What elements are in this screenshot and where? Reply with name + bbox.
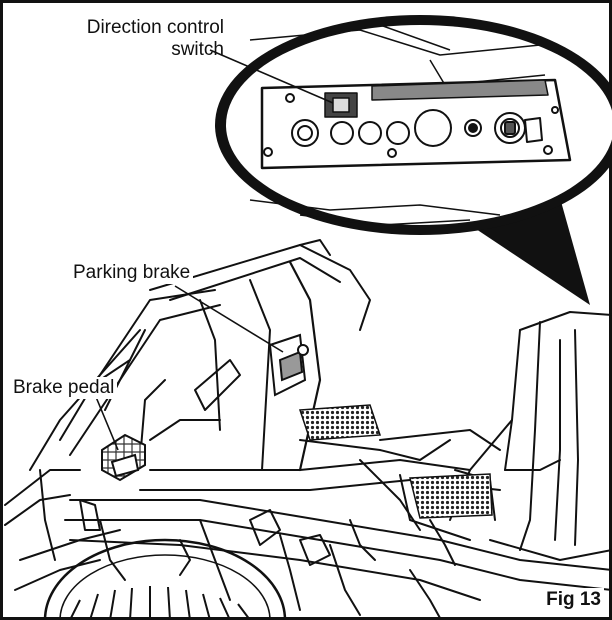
direction-control-switch-label: Direction control switch (26, 17, 224, 61)
magnifier-callout (215, 15, 612, 305)
brake-pedal (101, 433, 146, 482)
mesh-footrest-right (409, 473, 493, 519)
mesh-footrest-center (298, 404, 382, 441)
direction-control-switch-label-line2: switch (171, 39, 224, 60)
leader-brake-pedal (95, 396, 119, 451)
leader-direction-switch (209, 49, 334, 104)
figure-number: Fig 13 (543, 588, 604, 612)
parking-brake-label: Parking brake (70, 262, 194, 284)
brake-pedal-label: Brake pedal (10, 377, 118, 399)
direction-control-switch-label-line1: Direction control (86, 17, 224, 38)
leader-parking-brake (174, 285, 284, 353)
leader-lines (95, 49, 334, 451)
cooling-fan (43, 538, 287, 620)
parking-brake-lever (268, 333, 309, 397)
control-panel (249, 24, 572, 226)
